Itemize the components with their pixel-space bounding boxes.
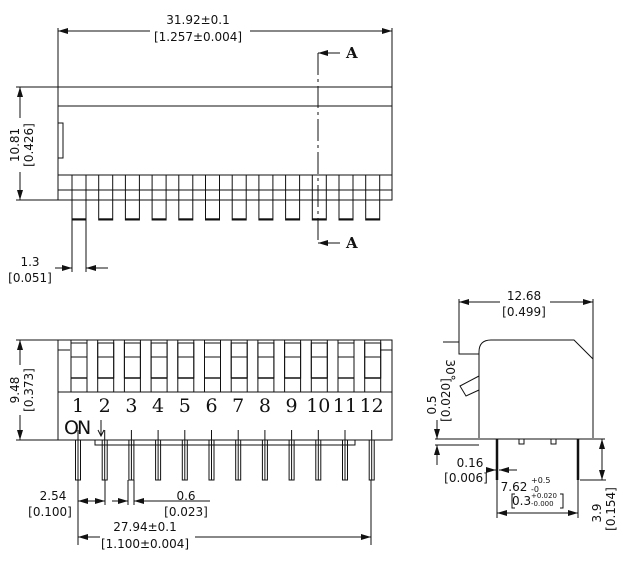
top-height-in: [0.426] bbox=[22, 123, 36, 167]
top-view: 31.92±0.1 [1.257±0.004] 10.81 [0.426] 1.… bbox=[8, 13, 393, 285]
row-in-tol-minus: -0.000 bbox=[531, 500, 554, 508]
pin-thickness-in: [0.006] bbox=[444, 471, 488, 485]
switch-actuator bbox=[150, 339, 168, 393]
row-in-tol-plus: +0.020 bbox=[531, 492, 557, 500]
position-number: 5 bbox=[179, 395, 191, 417]
switch-actuator bbox=[284, 339, 302, 393]
row-spacing-in: 0.3 bbox=[512, 494, 531, 508]
switch-actuator bbox=[123, 339, 141, 393]
top-width-in: [1.257±0.004] bbox=[154, 30, 242, 44]
standoff-in: [0.020] bbox=[439, 378, 453, 422]
pin bbox=[368, 430, 375, 481]
switch-actuator bbox=[70, 339, 88, 393]
side-body bbox=[478, 339, 594, 438]
position-number: 7 bbox=[232, 395, 244, 417]
switch-actuator bbox=[177, 339, 195, 393]
pin bbox=[261, 430, 268, 481]
top-body bbox=[57, 86, 393, 201]
pin-thickness-mm: 0.16 bbox=[457, 456, 484, 470]
actuator-width-in: [0.051] bbox=[8, 271, 52, 285]
top-actuator bbox=[258, 174, 274, 221]
pin bbox=[208, 430, 215, 481]
bottom-body bbox=[57, 339, 393, 441]
switch-actuator bbox=[310, 339, 328, 393]
switch-actuator bbox=[97, 339, 115, 393]
pin-length-mm: 3.9 bbox=[590, 503, 604, 522]
span-mm: 27.94±0.1 bbox=[113, 520, 177, 534]
top-actuator bbox=[365, 174, 381, 221]
pin-width-mm: 0.6 bbox=[176, 489, 195, 503]
position-number: 1 bbox=[72, 395, 84, 417]
switch-actuator bbox=[230, 339, 248, 393]
position-number: 6 bbox=[205, 395, 217, 417]
position-number: 2 bbox=[99, 395, 111, 417]
on-arrow-icon bbox=[97, 420, 105, 438]
top-height-mm: 10.81 bbox=[8, 128, 22, 162]
position-number: 8 bbox=[259, 395, 271, 417]
position-number: 3 bbox=[125, 395, 137, 417]
pin bbox=[235, 430, 242, 481]
top-actuator bbox=[71, 174, 87, 221]
row-mm-tol-minus: -0 bbox=[531, 485, 539, 494]
top-actuator bbox=[151, 174, 167, 221]
top-actuator bbox=[98, 174, 114, 221]
pin bbox=[315, 430, 322, 481]
pin bbox=[181, 430, 188, 481]
switch-actuator bbox=[337, 339, 355, 393]
pin-width-in: [0.023] bbox=[164, 505, 208, 519]
section-label-top: A bbox=[345, 44, 358, 62]
pitch-mm: 2.54 bbox=[40, 489, 67, 503]
top-actuator bbox=[205, 174, 220, 221]
standoff-mm: 0.5 bbox=[425, 395, 439, 414]
top-actuator bbox=[124, 174, 140, 221]
pin bbox=[128, 430, 135, 481]
pitch-in: [0.100] bbox=[28, 505, 72, 519]
side-width-in: [0.499] bbox=[502, 305, 546, 319]
position-number: 10 bbox=[306, 395, 330, 417]
bottom-height-mm: 9.48 bbox=[8, 377, 22, 404]
top-actuator bbox=[285, 174, 301, 221]
pin bbox=[342, 430, 348, 481]
top-actuator bbox=[231, 174, 247, 221]
position-number: 12 bbox=[360, 395, 384, 417]
on-label: ON bbox=[64, 417, 90, 439]
position-number: 9 bbox=[286, 395, 298, 417]
row-spacing-mm: 7.62 bbox=[501, 480, 528, 494]
top-actuator bbox=[311, 174, 327, 221]
side-width-mm: 12.68 bbox=[507, 289, 541, 303]
top-width-mm: 31.92±0.1 bbox=[166, 13, 230, 27]
top-actuator bbox=[338, 174, 354, 221]
pin bbox=[101, 430, 108, 481]
angle-label: 30° bbox=[443, 359, 457, 380]
actuator-width-mm: 1.3 bbox=[20, 255, 39, 269]
row-mm-tol-plus: +0.5 bbox=[531, 476, 550, 485]
span-in: [1.100±0.004] bbox=[101, 537, 189, 551]
side-view: 12.68 [0.499] 30° 0.5 [0.020] 0.16 [0.00… bbox=[425, 289, 618, 531]
position-number: 11 bbox=[333, 395, 357, 417]
switch-actuator bbox=[257, 339, 275, 393]
pin-length-in: [0.154] bbox=[604, 487, 618, 531]
pin bbox=[155, 430, 162, 481]
pin bbox=[288, 430, 295, 481]
switch-actuator bbox=[364, 339, 382, 393]
switch-actuator bbox=[204, 339, 221, 393]
bottom-height-in: [0.373] bbox=[22, 368, 36, 412]
top-actuator bbox=[178, 174, 194, 221]
position-number: 4 bbox=[152, 395, 164, 417]
section-label-bottom: A bbox=[345, 234, 358, 252]
